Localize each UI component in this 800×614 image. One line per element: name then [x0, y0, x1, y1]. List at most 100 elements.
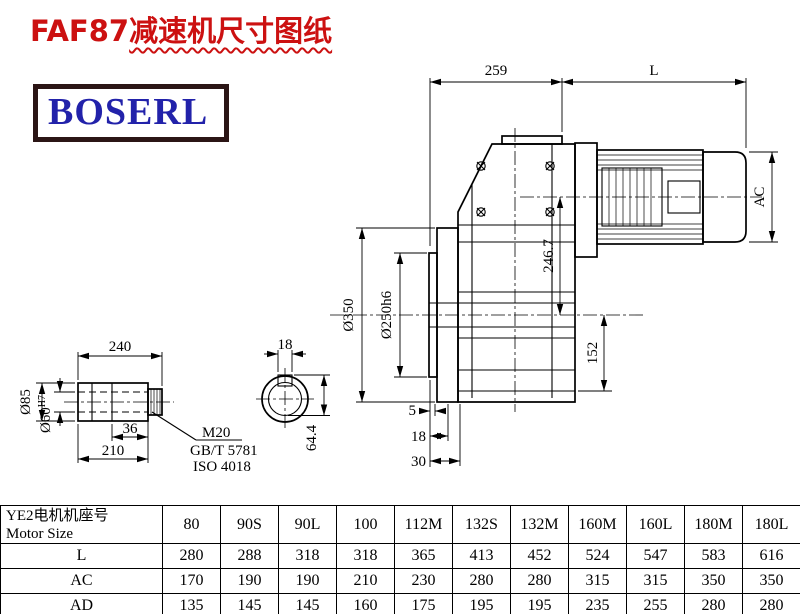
cell: 255: [626, 593, 685, 614]
dim-246_7-label: 246.7: [541, 239, 557, 273]
boserl-logo: BOSERL: [33, 84, 230, 142]
keyway: [277, 374, 293, 387]
dim-259-label: 259: [485, 63, 508, 79]
fan-cowl: [702, 151, 747, 243]
cell: 350: [742, 568, 800, 594]
title-text-cn: 减速机尺寸图纸: [129, 14, 333, 48]
table-header-motor-size: YE2电机机座号 Motor Size: [0, 505, 163, 544]
logo-text: BOSERL: [48, 91, 209, 133]
cell: 280: [162, 543, 221, 569]
table-header-row: YE2电机机座号 Motor Size 80 90S 90L 100 112M …: [0, 505, 800, 544]
row-label: AC: [0, 568, 163, 594]
bolt-icon: [545, 161, 555, 171]
cell: 280: [510, 568, 569, 594]
cell: 318: [336, 543, 395, 569]
cell: 413: [452, 543, 511, 569]
shaft-section-view: 18 64.4: [256, 337, 330, 451]
table-header-en: Motor Size: [6, 525, 74, 542]
dim-key-18-label: 18: [278, 337, 293, 353]
shaft-view: 240 36 210 Ø85 Ø60H7 M20: [18, 339, 258, 475]
col-header: 160M: [568, 505, 627, 544]
dim-60-tolerance: H7: [37, 395, 48, 407]
dim-64_4-label: 64.4: [304, 424, 320, 451]
cell: 280: [452, 568, 511, 594]
cell: 170: [162, 568, 221, 594]
motor-size-table: YE2电机机座号 Motor Size 80 90S 90L 100 112M …: [0, 505, 800, 614]
cell: 135: [162, 593, 221, 614]
cell: 452: [510, 543, 569, 569]
housing-top-cap: [501, 135, 563, 145]
technical-drawing: 259 L AC 246.7 152 Ø350 Ø250h6: [18, 63, 778, 475]
dim-350-label: Ø350: [341, 298, 357, 331]
dim-AC-label: AC: [752, 187, 768, 208]
cell: 616: [742, 543, 800, 569]
col-header: 90L: [278, 505, 337, 544]
thread-hatch: [150, 389, 161, 415]
dim-240-label: 240: [109, 339, 132, 355]
cell: 288: [220, 543, 279, 569]
motor-core-hatch: [608, 168, 652, 226]
title-model: FAF87: [30, 14, 130, 48]
motor-flange: [574, 142, 598, 258]
col-header: 132S: [452, 505, 511, 544]
main-view: 259 L AC 246.7 152 Ø350 Ø250h6: [330, 63, 778, 470]
table-row-L: L 280 288 318 318 365 413 452 524 547 58…: [0, 543, 800, 569]
motor-fins: [597, 154, 703, 240]
cell: 160: [336, 593, 395, 614]
dim-85-label: Ø85: [18, 389, 34, 415]
table-row-AC: AC 170 190 190 210 230 280 280 315 315 3…: [0, 568, 800, 594]
cell: 350: [684, 568, 743, 594]
cell: 318: [278, 543, 337, 569]
dim-5-label: 5: [409, 403, 417, 419]
cell: 315: [568, 568, 627, 594]
cell: 210: [336, 568, 395, 594]
col-header: 180L: [742, 505, 800, 544]
dim-L-label: L: [649, 63, 658, 79]
cell: 235: [568, 593, 627, 614]
col-header: 100: [336, 505, 395, 544]
page-title: FAF87减速机尺寸图纸: [30, 8, 332, 50]
table-row-AD: AD 135 145 145 160 175 195 195 235 255 2…: [0, 593, 800, 614]
row-label: AD: [0, 593, 163, 614]
cell: 190: [278, 568, 337, 594]
shaft-thread-end: [147, 388, 163, 416]
standard-gbt-label: GB/T 5781: [190, 443, 258, 459]
dim-250h6-label: Ø250h6: [379, 290, 395, 339]
cell: 583: [684, 543, 743, 569]
col-header: 132M: [510, 505, 569, 544]
cell: 145: [278, 593, 337, 614]
cell: 145: [220, 593, 279, 614]
cell: 280: [742, 593, 800, 614]
cell: 190: [220, 568, 279, 594]
dim-36-label: 36: [123, 421, 139, 437]
table-header-cn: YE2电机机座号: [6, 507, 109, 524]
shaft-section-bore: [267, 381, 303, 417]
thread-spec-label: M20: [202, 425, 230, 441]
bolt-icon: [476, 207, 486, 217]
row-label: L: [0, 543, 163, 569]
bolt-icon: [476, 161, 486, 171]
cell: 547: [626, 543, 685, 569]
gearbox-housing: [457, 143, 576, 403]
shaft-section-outer: [261, 375, 309, 423]
flange-spigot: [428, 252, 438, 378]
cell: 195: [452, 593, 511, 614]
dim-60-value: Ø60: [38, 407, 54, 433]
col-header: 112M: [394, 505, 453, 544]
dim-210-label: 210: [102, 443, 125, 459]
cell: 280: [684, 593, 743, 614]
col-header: 160L: [626, 505, 685, 544]
dim-18-label: 18: [411, 429, 426, 445]
cell: 315: [626, 568, 685, 594]
standard-iso-label: ISO 4018: [193, 459, 251, 475]
cell: 230: [394, 568, 453, 594]
dim-152-label: 152: [585, 342, 601, 365]
bolt-icon: [545, 207, 555, 217]
cell: 195: [510, 593, 569, 614]
motor-core: [601, 167, 663, 227]
col-header: 80: [162, 505, 221, 544]
dim-30-label: 30: [411, 454, 426, 470]
cell: 365: [394, 543, 453, 569]
col-header: 90S: [220, 505, 279, 544]
